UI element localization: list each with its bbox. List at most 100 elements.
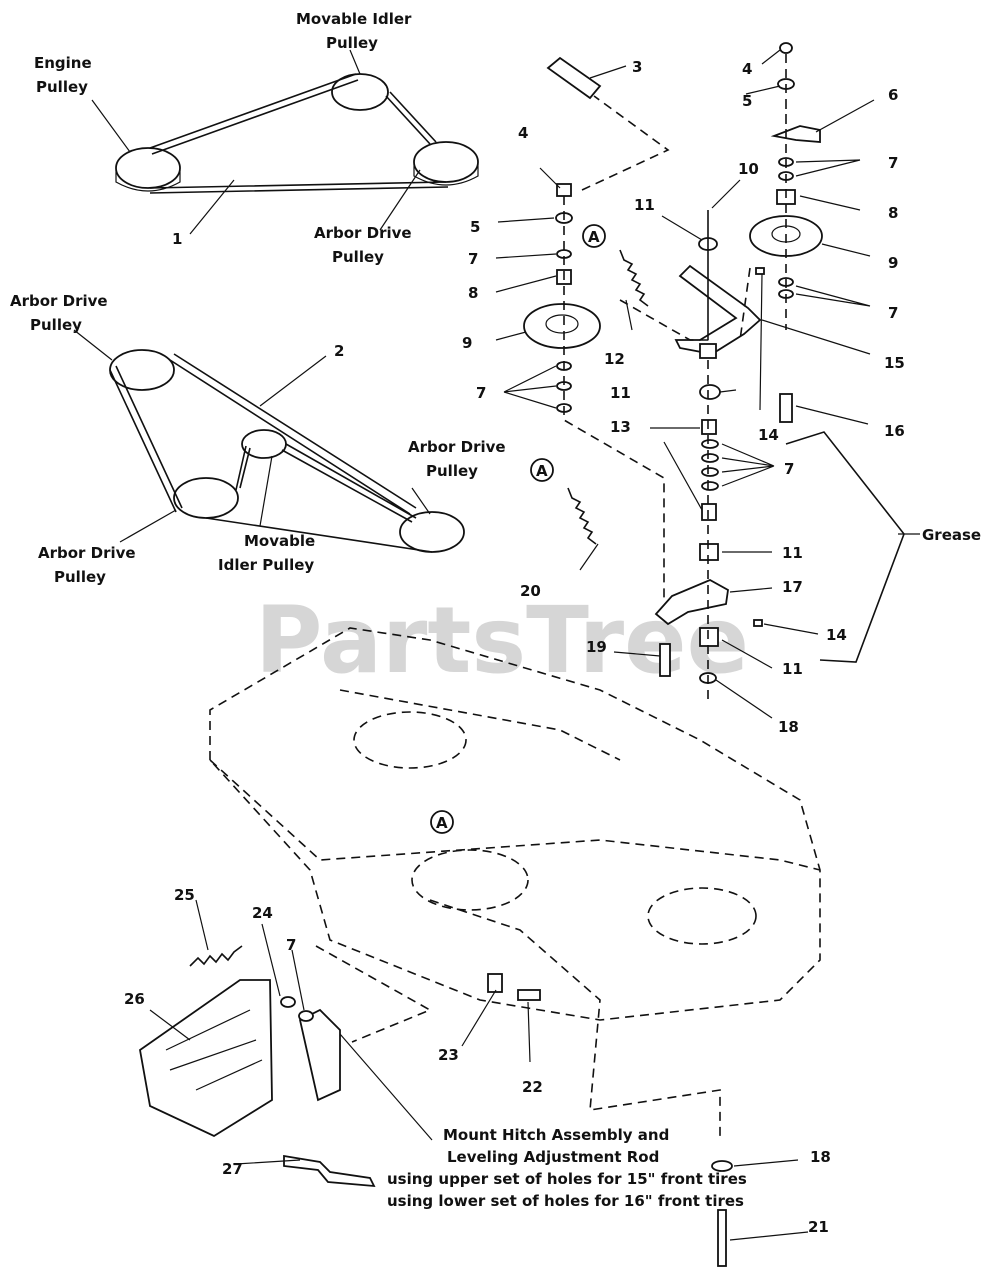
mount-note: Mount Hitch Assembly and Leveling Adjust… — [387, 1126, 747, 1210]
part-27 — [283, 1154, 376, 1188]
part-13-a — [701, 419, 717, 435]
callout-11-b: 11 — [610, 384, 631, 402]
callout-16: 16 — [884, 422, 905, 440]
part-7-hitch — [298, 1010, 314, 1022]
callout-numbers: 1 2 3 4 4 5 5 6 7 7 7 7 7 7 8 8 9 9 10 1… — [124, 58, 905, 1236]
label-idler-bottom-1: Movable — [244, 532, 315, 550]
part-25 — [189, 945, 243, 967]
callout-9-left: 9 — [462, 334, 472, 352]
belt-diagram-1 — [115, 73, 479, 194]
callout-6: 6 — [888, 86, 898, 104]
part-12 — [619, 249, 649, 307]
handle-line — [581, 95, 670, 191]
deck-ridge — [339, 689, 621, 761]
callout-17: 17 — [782, 578, 803, 596]
label-idler-top-1: Movable Idler — [296, 10, 412, 28]
deck-edge — [209, 759, 821, 871]
callout-7-b: 7 — [476, 384, 486, 402]
part-13-b — [701, 503, 717, 521]
label-arbor-bottom-2: Pulley — [54, 568, 106, 586]
arbor-left-bottom-shape — [173, 477, 239, 519]
callout-4-right: 4 — [742, 60, 752, 78]
callout-11-a: 11 — [634, 196, 655, 214]
leaders-bottom — [149, 899, 809, 1241]
callout-15: 15 — [884, 354, 905, 372]
callout-9-right: 9 — [888, 254, 898, 272]
part-18-bottom — [711, 1160, 733, 1172]
leaders-mid — [613, 179, 819, 719]
part-6 — [770, 125, 821, 143]
spindle-left — [523, 183, 665, 600]
callout-13: 13 — [610, 418, 631, 436]
circle-a-deck — [430, 810, 454, 834]
part-11-bottom — [699, 627, 719, 647]
belt-2 — [109, 353, 433, 553]
note-line-2: Leveling Adjustment Rod — [447, 1148, 659, 1166]
callout-27: 27 — [222, 1160, 243, 1178]
part-11-mid — [699, 384, 721, 400]
callout-7-a: 7 — [468, 250, 478, 268]
callout-18-b: 18 — [810, 1148, 831, 1166]
callout-7-e: 7 — [784, 460, 794, 478]
callout-5-left: 5 — [470, 218, 480, 236]
part-19 — [659, 643, 671, 677]
callout-4-left: 4 — [518, 124, 528, 142]
part-11-low — [699, 543, 719, 561]
assembly-line-mid — [619, 267, 751, 700]
assembly-line-left — [563, 196, 665, 600]
callout-7-c: 7 — [888, 154, 898, 172]
part-22 — [517, 989, 541, 1001]
leaders-belt-2 — [73, 329, 431, 543]
callout-8-right: 8 — [888, 204, 898, 222]
deck-ref-line — [429, 899, 721, 1140]
label-arbor-top-2: Pulley — [332, 248, 384, 266]
callout-22: 22 — [522, 1078, 543, 1096]
leaders-left — [495, 167, 561, 409]
part-14-top — [755, 267, 765, 275]
part-4-left — [556, 183, 572, 197]
part-17 — [654, 579, 729, 626]
callout-25: 25 — [174, 886, 195, 904]
circle-a-mid — [530, 458, 554, 482]
callout-5-right: 5 — [742, 92, 752, 110]
callout-11-d: 11 — [782, 660, 803, 678]
part-11-hub — [699, 343, 717, 359]
part-15 — [674, 264, 762, 355]
part-14-low — [753, 619, 763, 627]
idler-arm-assembly — [581, 95, 765, 700]
callout-18-a: 18 — [778, 718, 799, 736]
callout-14-a: 14 — [758, 426, 779, 444]
leader-lines — [73, 49, 920, 1241]
part-24 — [280, 996, 296, 1008]
note-line-4: using lower set of holes for 16" front t… — [387, 1192, 744, 1210]
part-3 — [546, 56, 602, 100]
part-4-right — [779, 42, 793, 54]
leaders-belt-1 — [91, 49, 421, 235]
part-21 — [717, 1209, 727, 1267]
label-idler-bottom-2: Idler Pulley — [218, 556, 314, 574]
label-arbor-top-1: Arbor Drive — [314, 224, 412, 242]
label-arbor-right-2: Pulley — [426, 462, 478, 480]
callout-19: 19 — [586, 638, 607, 656]
text-labels: Engine Pulley Movable Idler Pulley Arbor… — [10, 10, 981, 586]
label-idler-top-2: Pulley — [326, 34, 378, 52]
callout-26: 26 — [124, 990, 145, 1008]
arbor-pulley-shape — [413, 141, 479, 183]
callout-11-c: 11 — [782, 544, 803, 562]
leaders-right — [589, 49, 875, 425]
callout-21: 21 — [808, 1218, 829, 1236]
part-7-mid-a — [701, 439, 719, 449]
deck-spindle-left — [353, 711, 467, 769]
callout-24: 24 — [252, 904, 273, 922]
label-arbor-left-1: Arbor Drive — [10, 292, 108, 310]
circle-a-markers: A A A — [430, 224, 606, 834]
hitch-ref-line — [315, 945, 432, 1043]
deck-spindle-right — [647, 887, 757, 945]
callout-3: 3 — [632, 58, 642, 76]
circle-a-mid-text: A — [536, 462, 548, 480]
engine-pulley-rim — [115, 170, 181, 192]
label-arbor-bottom-1: Arbor Drive — [38, 544, 136, 562]
label-arbor-left-2: Pulley — [30, 316, 82, 334]
